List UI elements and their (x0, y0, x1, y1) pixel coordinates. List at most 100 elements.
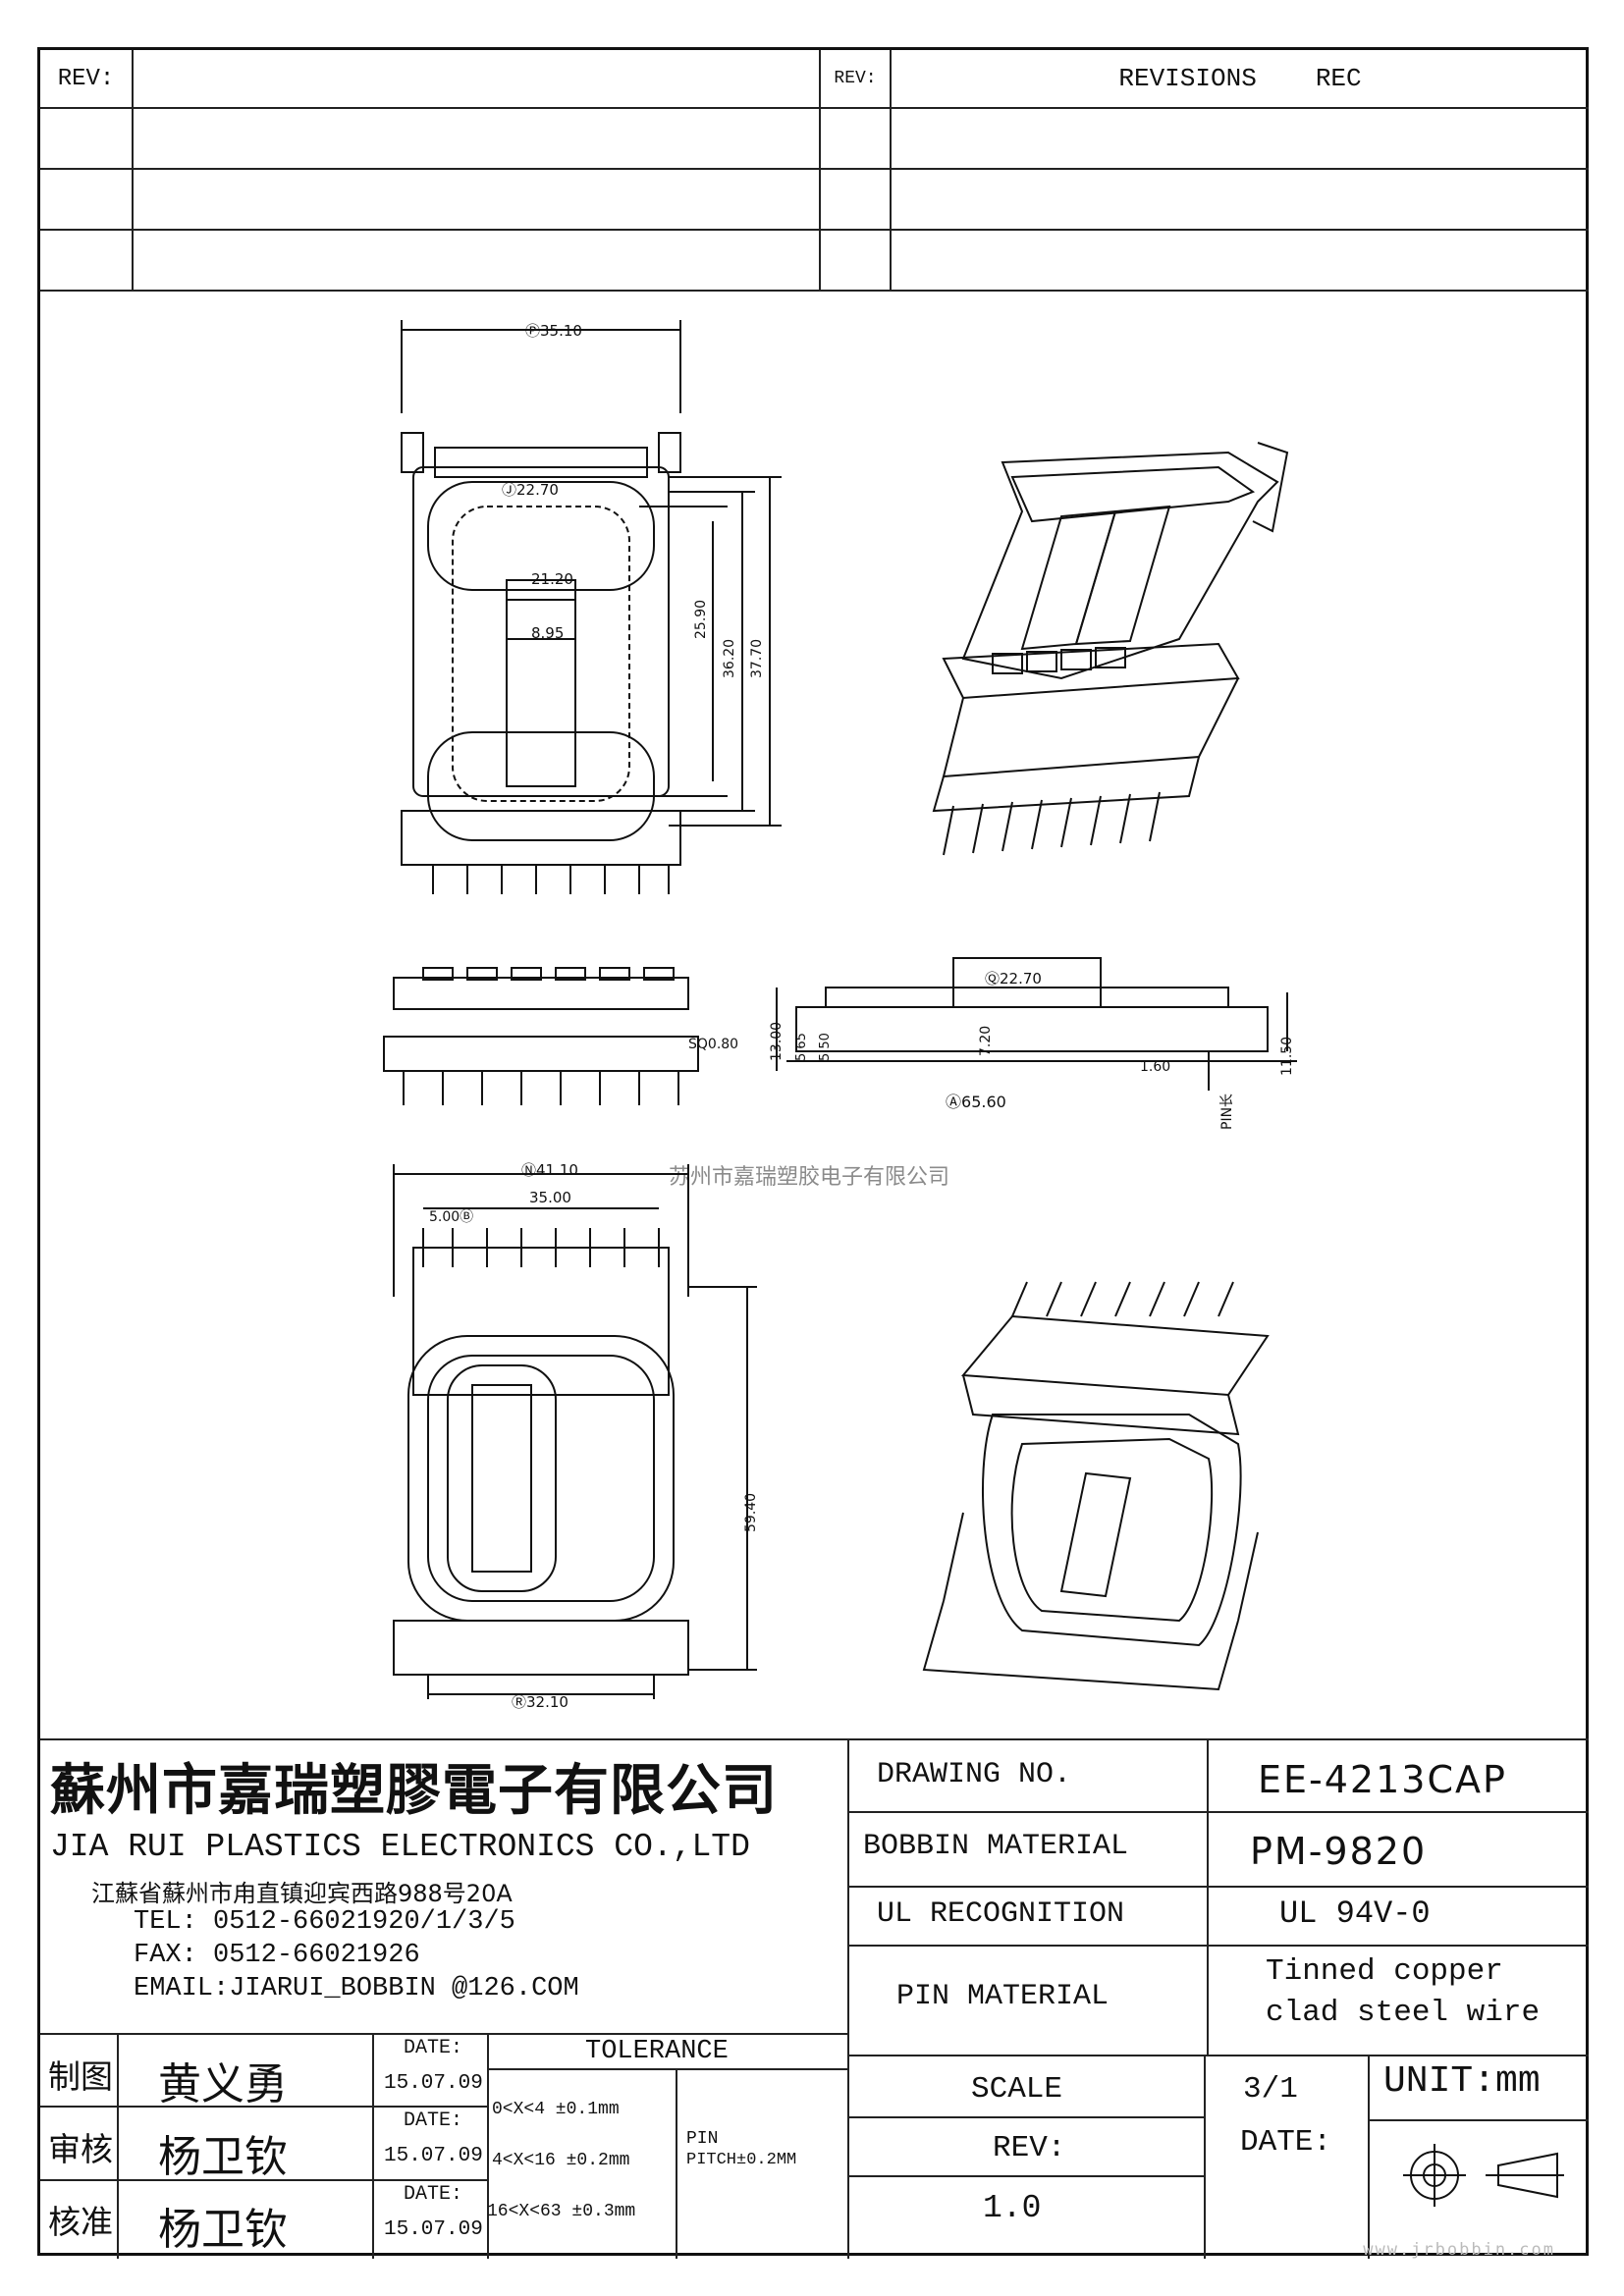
dim-q-value: 22.70 (1000, 970, 1042, 988)
side-view-left-drawing (383, 967, 699, 1105)
rev-label: REV: (993, 2131, 1066, 2165)
dim-r-label: Ⓡ32.10 (512, 1693, 568, 1711)
tolerance-row-1: 0<X<4 ±0.1mm (492, 2100, 620, 2119)
dim-sq-value: SQ0.80 (688, 1037, 739, 1052)
dim-r-value: 32.10 (526, 1693, 568, 1711)
dim-total-h-value: 11.50 (1279, 1036, 1295, 1076)
pin-material-value-2: clad steel wire (1266, 1996, 1541, 2030)
revisions-header-cell: REVISIONS REC (892, 50, 1589, 109)
dim-p-label: Ⓟ35.10 (525, 322, 582, 340)
tolerance-pin-pitch: PITCH±0.2MM (686, 2151, 797, 2169)
rev-row-cell (40, 109, 134, 170)
company-email: EMAIL:JIARUI_BOBBIN @126.COM (134, 1974, 579, 2003)
bottom-view-drawing (393, 1164, 757, 1699)
top-view-drawing (401, 320, 782, 894)
unit-label: UNIT:mm (1383, 2060, 1541, 2103)
tolerance-header: TOLERANCE (585, 2037, 729, 2066)
title-block: 蘇州市嘉瑞塑膠電子有限公司 JIA RUI PLASTICS ELECTRONI… (40, 1738, 1589, 2259)
bobbin-material-value: PM-9820 (1250, 1830, 1428, 1873)
rev-row-cell (134, 109, 821, 170)
revision-table: REV: REV: REVISIONS REC (40, 50, 1589, 295)
company-fax: FAX: 0512-66021926 (134, 1941, 420, 1970)
rev-label-right: REV: (834, 69, 877, 88)
signoff-date-review: 15.07.09 (384, 2145, 483, 2167)
tolerance-pin-label: PIN (686, 2129, 719, 2149)
dim-k-value: 36.20 (722, 638, 737, 678)
dim-d2-value: 5.50 (818, 1033, 833, 1061)
dim-b-label: 5.00Ⓑ (429, 1209, 474, 1225)
tolerance-row-2: 4<X<16 ±0.2mm (492, 2151, 630, 2170)
dim-a-label: Ⓐ65.60 (946, 1093, 1006, 1111)
company-tel: TEL: 0512-66021920/1/3/5 (134, 1907, 515, 1937)
company-name-cn: 蘇州市嘉瑞塑膠電子有限公司 (50, 1758, 778, 1823)
dim-b-value: 5.00 (429, 1209, 460, 1225)
dim-p-value: 35.10 (540, 322, 582, 340)
dim-pin-offset-value: 1.60 (1140, 1059, 1171, 1075)
pin-length-label: PIN长 (1219, 1093, 1235, 1130)
company-name-en: JIA RUI PLASTICS ELECTRONICS CO.,LTD (50, 1829, 750, 1865)
watermark-company: 苏州市嘉瑞塑胶电子有限公司 (669, 1165, 950, 1190)
rev-row-cell (892, 109, 1589, 170)
drawing-no-label: DRAWING NO. (877, 1758, 1072, 1791)
signoff-name-draw: 黄义勇 (158, 2059, 288, 2109)
rev-row-cell (134, 231, 821, 292)
rev-label-left-cell: REV: (40, 50, 134, 109)
dim-g-value: 8.95 (531, 624, 565, 642)
dim-j-label: Ⓙ22.70 (502, 481, 559, 499)
dim-n-value: 41.10 (536, 1161, 578, 1179)
dim-d1-value: 5.65 (794, 1033, 809, 1061)
rev-row-cell (892, 170, 1589, 231)
signoff-role-approve: 核准 (48, 2203, 113, 2241)
drawing-no-value: EE-4213CAP (1258, 1758, 1507, 1801)
website-watermark: www.jrbobbin.com (1363, 2240, 1555, 2260)
scale-value: 3/1 (1243, 2072, 1298, 2107)
dim-n-label: Ⓝ41.10 (521, 1161, 578, 1179)
signoff-date-draw: 15.07.09 (384, 2072, 483, 2095)
signoff-date-label-draw: DATE: (404, 2037, 463, 2059)
dim-a-value: 65.60 (961, 1093, 1006, 1111)
dim-q-label: Ⓠ22.70 (985, 970, 1042, 988)
dim-m-value: 37.70 (749, 638, 765, 678)
signoff-date-approve: 15.07.09 (384, 2218, 483, 2241)
company-address: 江蘇省蘇州市甪直镇迎宾西路988号20A (91, 1880, 513, 1907)
signoff-date-label-approve: DATE: (404, 2183, 463, 2206)
iso-view-bottom-drawing (922, 1281, 1270, 1691)
ul-recognition-value: UL 94V-0 (1279, 1896, 1431, 1932)
projection-symbol-icon (1403, 2144, 1564, 2207)
signoff-name-review: 杨卫钦 (158, 2132, 288, 2182)
iso-view-top-drawing (932, 442, 1289, 856)
rev-label-left: REV: (57, 65, 115, 92)
bobbin-material-label: BOBBIN MATERIAL (863, 1830, 1129, 1863)
dim-i-value: 21.20 (531, 570, 573, 588)
rev-row-cell (821, 109, 892, 170)
rev-row-cell (40, 170, 134, 231)
rev-row-cell (134, 170, 821, 231)
dim-e-value: 7.20 (978, 1025, 994, 1056)
signoff-role-review: 审核 (48, 2130, 113, 2168)
dim-j-value: 22.70 (516, 481, 559, 499)
dim-o-value: 59.40 (743, 1492, 759, 1532)
rec-header: REC (1315, 64, 1362, 93)
rev-row-cell (892, 231, 1589, 292)
pin-material-value-1: Tinned copper (1266, 1954, 1503, 1989)
side-view-right-drawing (776, 957, 1297, 1091)
tolerance-row-3: 16<X<63 ±0.3mm (487, 2202, 636, 2221)
dim-h-value: 25.90 (693, 599, 709, 639)
date-label: DATE: (1240, 2125, 1332, 2160)
rev-row-cell (821, 170, 892, 231)
rev-value: 1.0 (983, 2190, 1042, 2226)
pin-material-label: PIN MATERIAL (896, 1980, 1110, 2013)
scale-label: SCALE (971, 2072, 1063, 2107)
signoff-name-approve: 杨卫钦 (158, 2205, 288, 2255)
dim-inner-value: 35.00 (529, 1189, 571, 1206)
rev-label-right-cell: REV: (821, 50, 892, 109)
rev-row-cell (821, 231, 892, 292)
rev-desc-cell (134, 50, 821, 109)
signoff-role-draw: 制图 (48, 2057, 113, 2096)
revisions-header: REVISIONS (1118, 64, 1257, 93)
drawing-frame: REV: REV: REVISIONS REC (37, 47, 1589, 2259)
dim-c-value: 13.00 (769, 1021, 785, 1061)
signoff-date-label-review: DATE: (404, 2109, 463, 2132)
rev-row-cell (40, 231, 134, 292)
ul-recognition-label: UL RECOGNITION (877, 1897, 1125, 1931)
